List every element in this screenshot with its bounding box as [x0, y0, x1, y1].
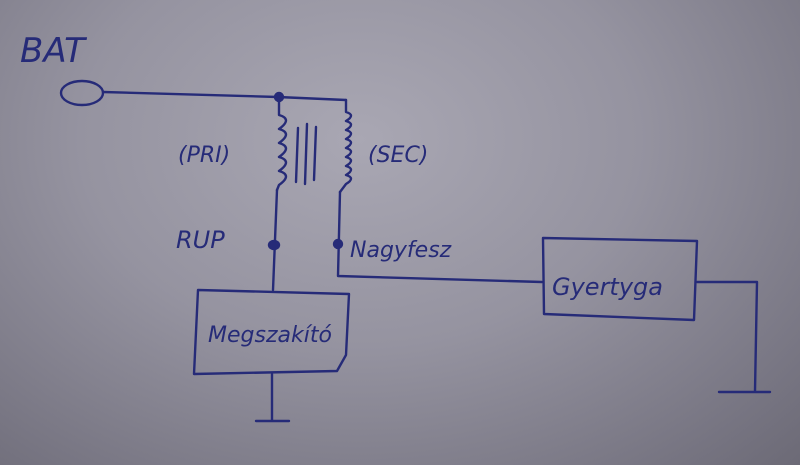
secondary-lead: [336, 190, 544, 284]
primary-coil: [275, 95, 288, 192]
label-interrupter: Megszakító: [208, 323, 332, 348]
battery-terminal: [59, 79, 105, 107]
label-battery: BAT: [20, 31, 87, 71]
label-breaker-point: RUP: [176, 226, 225, 254]
secondary-coil: [338, 98, 353, 194]
transformer-core: [294, 122, 318, 186]
label-secondary: (SEC): [368, 143, 428, 168]
label-spark-plug: Gyertyga: [552, 273, 663, 301]
battery-wire: [101, 90, 348, 102]
interrupter-box: [192, 288, 351, 376]
label-high-voltage: Nagyfesz: [350, 238, 452, 263]
plug-ground-wire: [695, 280, 772, 394]
ground-interrupter: [254, 372, 291, 423]
label-primary: (PRI): [178, 143, 230, 168]
breaker-dot: [267, 239, 281, 251]
spark-plug-box: [541, 236, 699, 322]
hv-dot: [332, 238, 344, 250]
